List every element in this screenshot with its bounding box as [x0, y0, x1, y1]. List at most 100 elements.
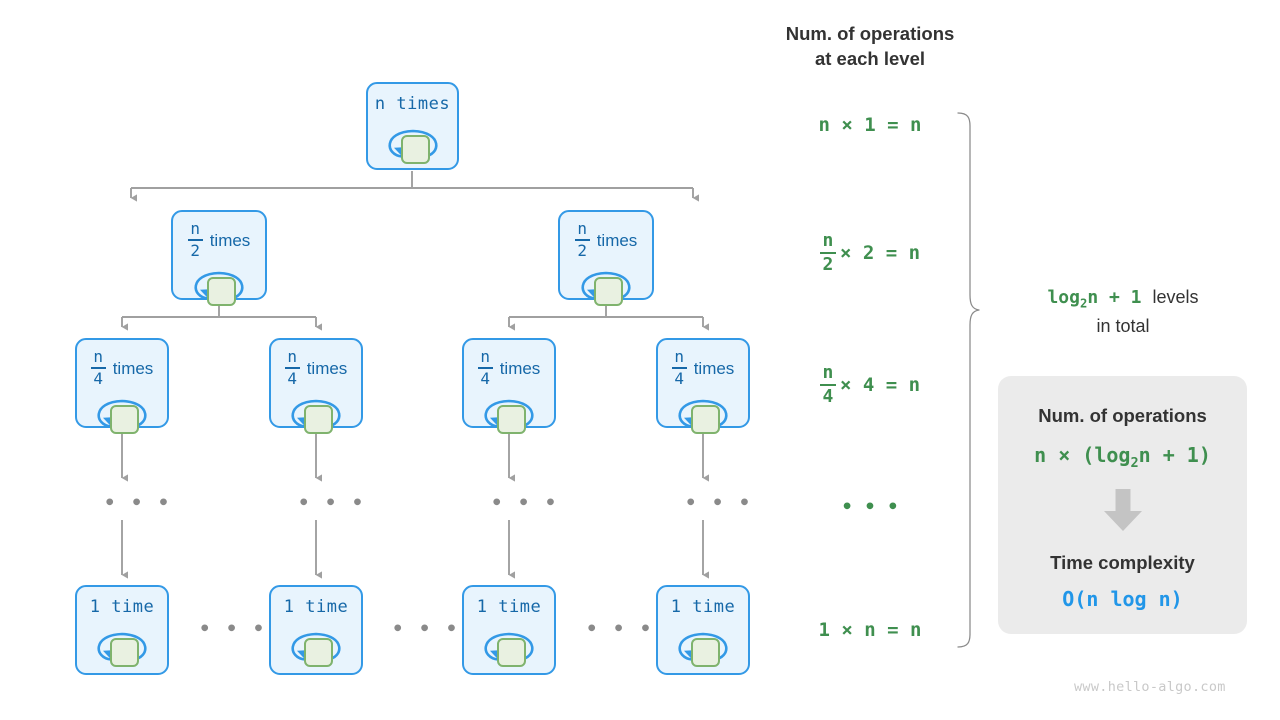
tree-node-l3-3: n 4 times: [462, 338, 556, 435]
node-label: 1 time: [476, 597, 542, 617]
fraction-numerator: n: [577, 219, 587, 238]
level-ops-3-tail: × 4 = n: [839, 374, 921, 396]
level-ops-5: 1 × n = n: [818, 619, 922, 641]
horizontal-ellipsis-1: • • •: [199, 618, 267, 640]
tree-node-l2-1: n 2 times: [171, 210, 267, 307]
fraction-numerator: n: [287, 347, 297, 366]
fraction-denominator: 4: [480, 369, 490, 389]
loop-arrow-icon: [572, 261, 640, 307]
down-arrow-icon: [1102, 488, 1144, 537]
fraction-icon: n 2: [187, 219, 203, 261]
fraction-denominator: 2: [822, 254, 834, 276]
node-label: times: [499, 358, 541, 378]
fraction-icon: n 4: [477, 347, 493, 389]
operation-box-icon: [110, 405, 139, 435]
operation-box-icon: [207, 277, 236, 307]
level-ops-2: n 2 × 2 = n: [755, 231, 985, 274]
fraction-bar: [574, 239, 590, 242]
card-heading-complexity: Time complexity: [1050, 552, 1195, 573]
node-label: 1 time: [283, 597, 349, 617]
levels-word: levels: [1152, 287, 1199, 307]
loop-arrow-icon: [282, 389, 350, 435]
vertical-ellipsis-1: • • •: [104, 492, 172, 514]
operations-title-line1: Num. of operations: [785, 23, 955, 44]
fraction-bar: [671, 367, 687, 370]
loop-arrow-icon: [669, 622, 737, 667]
horizontal-ellipsis-2: • • •: [392, 618, 460, 640]
fraction-bar: [284, 367, 300, 370]
operation-box-icon: [497, 638, 526, 667]
fraction-denominator: 4: [287, 369, 297, 389]
fraction-icon: n 4: [819, 361, 836, 408]
fraction-bar: [819, 251, 836, 255]
node-label: 1 time: [89, 597, 155, 617]
loop-arrow-icon: [88, 622, 156, 667]
node-label: times: [693, 358, 735, 378]
fraction-icon: n 2: [819, 229, 836, 276]
fraction-icon: n 4: [284, 347, 300, 389]
node-label: times: [112, 358, 154, 378]
loop-arrow-icon: [475, 389, 543, 435]
site-watermark: www.hello-algo.com: [1074, 679, 1226, 695]
loop-arrow-icon: [669, 389, 737, 435]
fraction-icon: n 4: [90, 347, 106, 389]
card-operations-formula: n × (log2n + 1): [1034, 443, 1211, 471]
summary-card: Num. of operations n × (log2n + 1) Time …: [998, 376, 1247, 634]
level-ops-ellipsis: • • •: [841, 496, 899, 518]
fraction-denominator: 2: [577, 241, 587, 261]
levels-word2: in total: [1096, 316, 1150, 337]
tree-node-l3-4: n 4 times: [656, 338, 750, 435]
card-big-o: O(n log n): [1062, 587, 1183, 611]
tree-node-l2-2: n 2 times: [558, 210, 654, 307]
fraction-numerator: n: [93, 347, 103, 366]
loop-arrow-icon: [185, 261, 253, 307]
tree-node-last-4: 1 time: [656, 585, 750, 675]
fraction-denominator: 4: [674, 369, 684, 389]
operations-title-line2: at each level: [814, 47, 926, 69]
operations-column-title: Num. of operations at each level: [755, 22, 985, 72]
node-label: n times: [374, 94, 451, 114]
level-ops-1: n × 1 = n: [818, 114, 922, 136]
operation-box-icon: [400, 135, 430, 164]
fraction-numerator: n: [480, 347, 490, 366]
operation-box-icon: [691, 638, 720, 667]
fraction-numerator: n: [822, 229, 834, 251]
fraction-denominator: 2: [190, 241, 200, 261]
tree-node-l3-2: n 4 times: [269, 338, 363, 435]
level-ops-3: n 4 × 4 = n: [755, 363, 985, 406]
fraction-numerator: n: [190, 219, 200, 238]
vertical-ellipsis-3: • • •: [491, 492, 559, 514]
fraction-icon: n 4: [671, 347, 687, 389]
operation-box-icon: [497, 405, 526, 435]
fraction-numerator: n: [674, 347, 684, 366]
loop-arrow-icon: [379, 119, 447, 164]
operation-box-icon: [304, 638, 333, 667]
fraction-denominator: 4: [93, 369, 103, 389]
loop-arrow-icon: [88, 389, 156, 435]
level-ops-2-tail: × 2 = n: [839, 242, 921, 264]
operation-box-icon: [691, 405, 720, 435]
node-label: times: [209, 230, 251, 250]
fraction-denominator: 4: [822, 386, 834, 408]
operation-box-icon: [304, 405, 333, 435]
vertical-ellipsis-4: • • •: [685, 492, 753, 514]
horizontal-ellipsis-3: • • •: [586, 618, 654, 640]
node-label: 1 time: [670, 597, 736, 617]
fraction-bar: [819, 383, 836, 387]
node-label: times: [306, 358, 348, 378]
fraction-bar: [90, 367, 106, 370]
node-label: times: [596, 230, 638, 250]
operation-box-icon: [594, 277, 623, 307]
levels-formula: log2n + 1: [1047, 287, 1142, 311]
fraction-bar: [477, 367, 493, 370]
fraction-numerator: n: [822, 361, 834, 383]
loop-arrow-icon: [282, 622, 350, 667]
vertical-ellipsis-2: • • •: [298, 492, 366, 514]
tree-node-root: n times: [366, 82, 459, 170]
loop-arrow-icon: [475, 622, 543, 667]
tree-node-last-1: 1 time: [75, 585, 169, 675]
fraction-icon: n 2: [574, 219, 590, 261]
fraction-bar: [187, 239, 203, 242]
operation-box-icon: [110, 638, 139, 667]
